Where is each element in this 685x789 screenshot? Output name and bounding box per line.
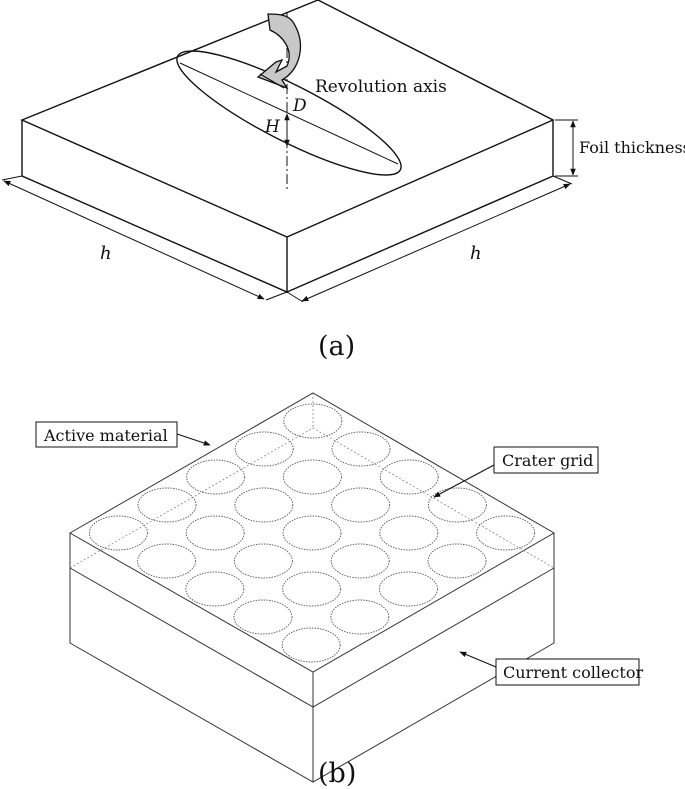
crater: [233, 599, 293, 635]
panel-a-caption: (a): [318, 331, 355, 362]
crater: [331, 487, 391, 523]
crater: [330, 599, 390, 635]
foil-left-face: [21, 120, 288, 294]
active-material-label: Active material: [43, 426, 168, 445]
crater-grid-label: Crater grid: [502, 451, 593, 470]
crater: [88, 515, 148, 551]
revolution-arrow: [256, 13, 302, 90]
crater: [282, 571, 342, 607]
left-edge-label: h: [100, 243, 112, 264]
revolution-axis-label: Revolution axis: [315, 77, 447, 97]
crater: [330, 543, 390, 579]
crater: [427, 487, 487, 523]
crater: [282, 459, 342, 495]
diameter-label: D: [292, 96, 307, 116]
crater: [281, 627, 341, 663]
panel-b-caption: (b): [318, 758, 356, 789]
current-collector-label: Current collector: [503, 663, 643, 682]
crater: [186, 459, 246, 495]
right-dimension: [286, 175, 573, 303]
crater: [185, 571, 245, 607]
collector-interface: [69, 567, 555, 708]
right-dimension-arrow: [301, 183, 571, 302]
crater: [283, 403, 343, 439]
foil-right-face: [286, 120, 554, 293]
crater-ellipse: [176, 50, 402, 176]
crater: [282, 515, 342, 551]
crater: [427, 543, 487, 579]
crater: [137, 543, 197, 579]
crater: [185, 515, 245, 551]
crater: [331, 431, 391, 467]
panel-b: Active material Crater grid Current coll…: [35, 392, 643, 789]
foil-thickness-label: Foil thickness: [579, 138, 685, 157]
crater: [379, 515, 439, 551]
left-dimension: [1, 175, 288, 301]
crater: [234, 431, 294, 467]
crater: [379, 459, 439, 495]
crater: [137, 487, 197, 523]
right-edge-label: h: [470, 243, 482, 264]
height-label: H: [264, 117, 281, 137]
current-collector-box: [495, 658, 640, 686]
crater: [476, 515, 536, 551]
thickness-dimension: [555, 119, 578, 177]
electrode-box: [68, 392, 555, 783]
crater-grid-box: [493, 446, 599, 474]
crater: [233, 543, 293, 579]
crater-grid: [88, 403, 536, 663]
left-dimension-arrow: [3, 180, 265, 300]
crater: [234, 487, 294, 523]
crater: [378, 571, 438, 607]
panel-a: h h Foil thickness H D Revolution axis (…: [1, 0, 685, 362]
